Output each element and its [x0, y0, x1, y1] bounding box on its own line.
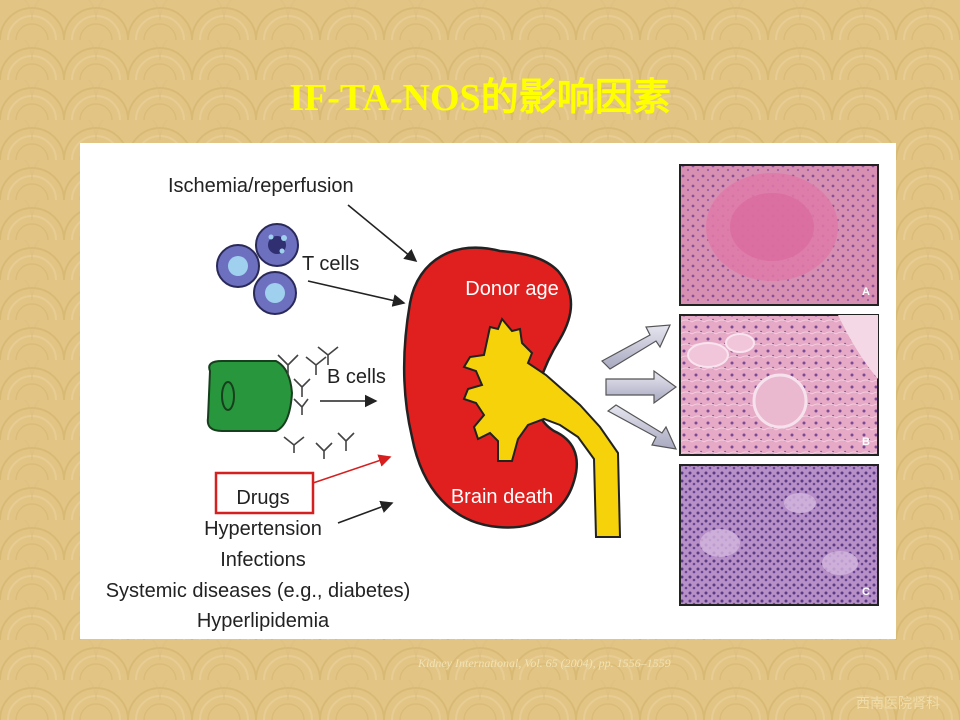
b-cell-icon — [206, 360, 294, 432]
arrow-t-cells — [307, 280, 406, 307]
kidney-label-donor-age: Donor age — [465, 278, 558, 300]
kidney-label-brain-death: Brain death — [451, 486, 553, 508]
footer-department: 西南医院肾科 — [856, 696, 940, 712]
panel-label-c: C — [862, 586, 870, 598]
figure-panel: Ischemia/reperfusion T cells — [80, 143, 896, 639]
panel-label-b: B — [862, 436, 870, 448]
kidney-factors-diagram: Ischemia/reperfusion T cells — [106, 164, 879, 632]
factor-ischemia: Ischemia/reperfusion — [168, 175, 354, 197]
factor-hypertension: Hypertension — [204, 518, 322, 540]
histology-panel-b: B — [679, 314, 879, 456]
slide-title: IF-TA-NOS的影响因素 — [289, 77, 671, 119]
factor-b-cells: B cells — [327, 366, 386, 388]
outcome-arrow-middle — [605, 369, 678, 405]
drugs-highlight-box — [214, 471, 315, 515]
factor-hyperlipidemia: Hyperlipidemia — [197, 610, 330, 632]
arrow-other-factors — [337, 500, 394, 524]
factor-infections: Infections — [220, 549, 306, 571]
histology-panel-c: C — [679, 464, 879, 606]
ureter-shape — [462, 317, 622, 538]
factor-t-cells: T cells — [302, 253, 359, 275]
citation: Kidney International, Vol. 65 (2004), pp… — [418, 656, 671, 670]
arrow-ischemia — [347, 204, 418, 263]
drugs-highlight-arrow — [312, 454, 392, 484]
antibody-icons — [277, 346, 355, 459]
factor-drugs: Drugs — [236, 487, 289, 509]
outcome-arrow-lower — [606, 404, 678, 450]
histology-panel-a: A — [679, 164, 879, 306]
t-cells-icon — [216, 223, 299, 315]
panel-label-a: A — [862, 286, 870, 298]
outcome-arrow-upper — [601, 324, 671, 370]
factor-systemic-diseases: Systemic diseases (e.g., diabetes) — [106, 580, 411, 602]
